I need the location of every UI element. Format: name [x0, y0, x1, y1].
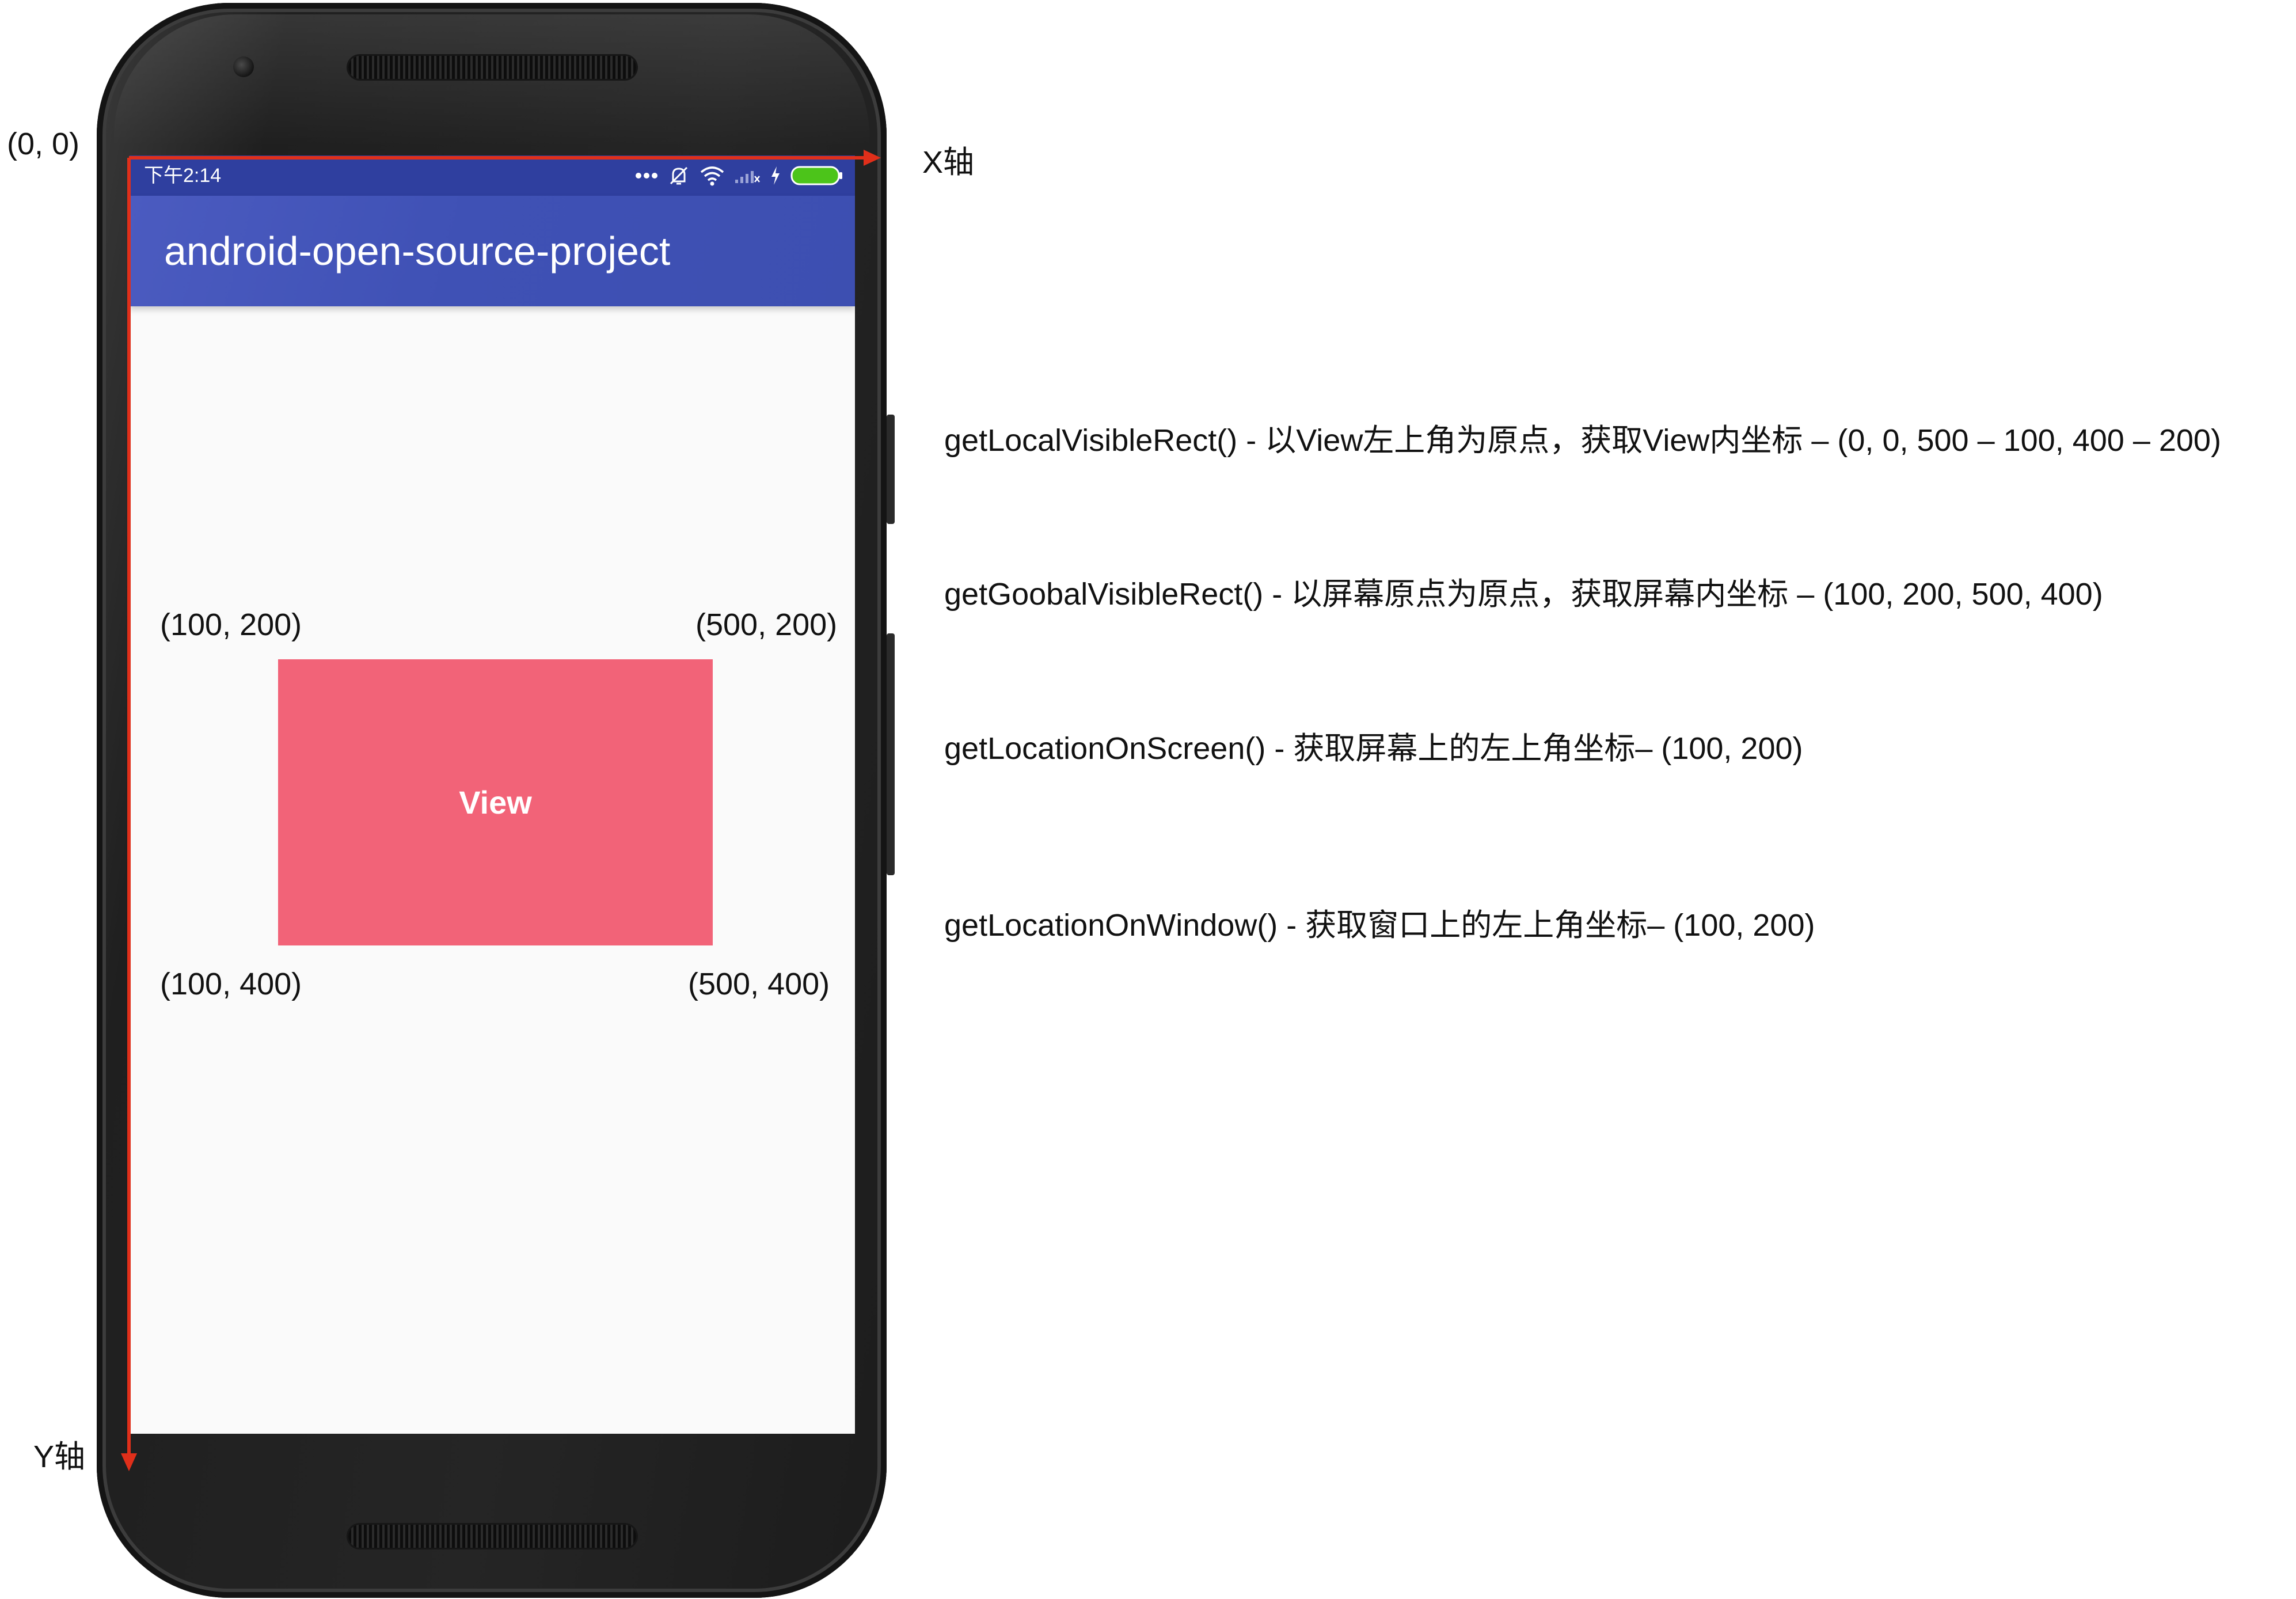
corner-top-right-label: (500, 200) [695, 607, 838, 642]
phone-sheen [114, 14, 869, 147]
status-time: 下午2:14 [144, 165, 222, 187]
front-camera [233, 56, 254, 77]
status-bar: 下午2:14 [130, 155, 855, 196]
charging-icon [771, 166, 780, 185]
top-speaker-grille [348, 56, 636, 79]
phone-screen: 下午2:14 [130, 155, 855, 1434]
corner-top-left-label: (100, 200) [160, 607, 302, 642]
status-icons [635, 162, 843, 189]
origin-label: (0, 0) [7, 127, 80, 161]
y-axis-arrowhead [121, 1453, 137, 1471]
app-bar: android-open-source-project [130, 196, 855, 306]
battery-icon [790, 166, 842, 185]
note-get-location-on-window: getLocationOnWindow() - 获取窗口上的左上角坐标– (10… [944, 908, 1815, 943]
corner-bottom-right-label: (500, 400) [688, 967, 830, 1001]
x-axis-arrowhead [864, 150, 881, 166]
y-axis-label: Y轴 [33, 1440, 86, 1474]
bottom-speaker-grille [348, 1525, 636, 1548]
signal-icon [735, 171, 760, 183]
more-dots-icon [636, 173, 657, 178]
note-get-global-visible-rect: getGoobalVisibleRect() - 以屏幕原点为原点，获取屏幕内坐… [944, 577, 2103, 612]
power-button [887, 633, 895, 875]
app-title: android-open-source-project [164, 229, 671, 274]
volume-button [887, 415, 895, 524]
x-axis-label: X轴 [922, 145, 975, 180]
view-label: View [459, 784, 532, 821]
note-get-local-visible-rect: getLocalVisibleRect() - 以View左上角为原点，获取Vi… [944, 423, 2221, 458]
view-rectangle: View [278, 659, 713, 945]
mute-icon [670, 166, 688, 185]
note-get-location-on-screen: getLocationOnScreen() - 获取屏幕上的左上角坐标– (10… [944, 731, 1803, 766]
wifi-icon [700, 166, 724, 186]
corner-bottom-left-label: (100, 400) [160, 967, 302, 1001]
